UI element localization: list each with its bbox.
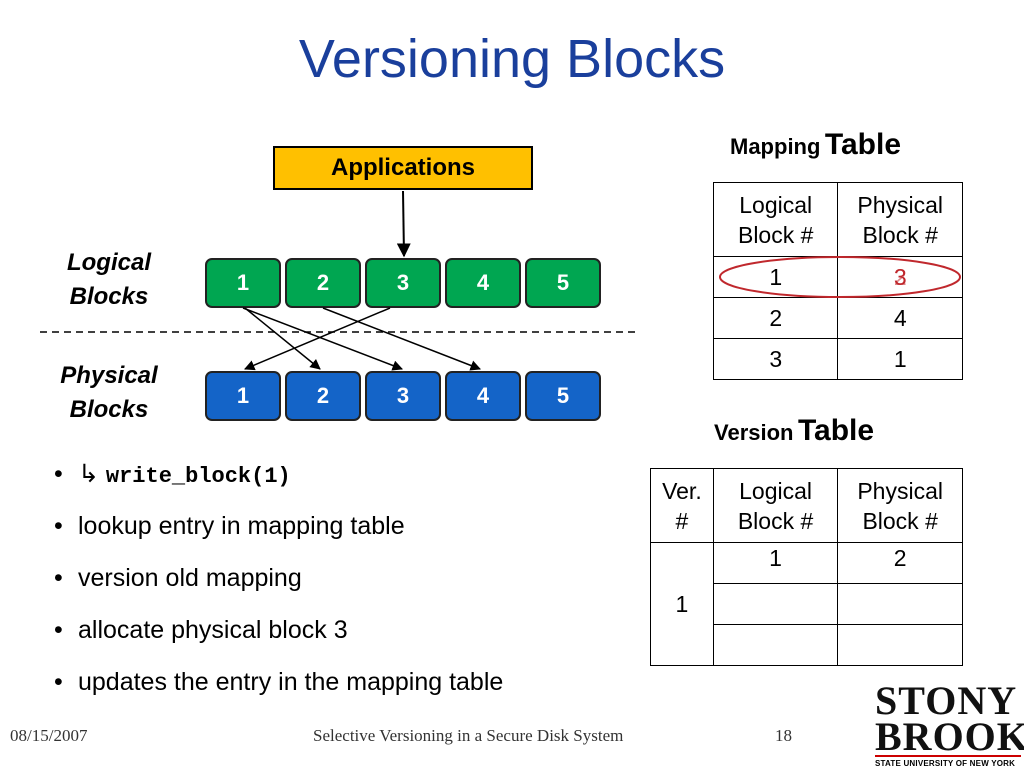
- logical-label-line1: Logical: [66, 249, 151, 276]
- table-cell: 2: [712, 297, 839, 339]
- header-line: Block #: [737, 507, 814, 534]
- mapping-title-small: Mapping: [730, 134, 821, 159]
- list-item-text: allocate physical block 3: [78, 616, 348, 644]
- logical-block-5: 5: [525, 258, 601, 308]
- physical-label-line1: Physical: [60, 362, 158, 389]
- map-logical1-to-physical3: [242, 307, 403, 371]
- header-line: Physical: [857, 191, 944, 218]
- list-item: •version old mapping: [54, 564, 302, 592]
- header-line: Block #: [862, 221, 938, 248]
- physical-label-line2: Blocks: [69, 396, 149, 423]
- table-row: [651, 583, 963, 625]
- logical-blocks-label: Logical Blocks: [44, 246, 174, 314]
- cell-old-value: 2: [893, 264, 907, 290]
- return-arrow-icon: ↳: [78, 460, 99, 488]
- footer-date: 08/15/2007: [10, 726, 88, 745]
- version-title-big: Table: [797, 414, 875, 447]
- list-item: •lookup entry in mapping table: [54, 512, 405, 540]
- step-list: •↳ write_block(1) •lookup entry in mappi…: [50, 458, 503, 718]
- table-cell: [837, 583, 963, 625]
- physical-block-2: 2: [285, 371, 361, 421]
- logical-block-4: 4: [445, 258, 521, 308]
- applications-label: Applications: [330, 154, 475, 181]
- list-item: •allocate physical block 3: [54, 616, 348, 644]
- list-item-text: version old mapping: [78, 564, 302, 592]
- table-cell: 3: [712, 338, 839, 380]
- table-cell: [712, 583, 839, 625]
- logical-label-line2: Blocks: [69, 283, 149, 310]
- slide-title: Versioning Blocks: [298, 29, 726, 89]
- mapping-title-big: Table: [824, 128, 902, 161]
- table-row: 3 1: [712, 338, 963, 380]
- logical-block-1: 1: [205, 258, 281, 308]
- app-to-logical-3-arrow: [396, 190, 411, 258]
- map-logical3-to-physical1: [244, 307, 391, 371]
- logical-block-3: 3: [365, 258, 441, 308]
- list-item: •↳ write_block(1): [54, 460, 291, 489]
- table-cell: 2: [837, 542, 963, 584]
- version-table-title: Version Table: [714, 414, 874, 448]
- version-title-small: Version: [714, 420, 794, 445]
- header-line: #: [675, 507, 689, 534]
- map-logical2-to-physical4: [322, 307, 481, 371]
- physical-block-3: 3: [365, 371, 441, 421]
- map-old-logical1-to-physical2: [244, 307, 321, 370]
- logo-line2: BROOK: [875, 714, 1024, 759]
- mapping-table-title: Mapping Table: [730, 128, 901, 162]
- version-header-ver: Ver. #: [650, 468, 714, 543]
- header-line: Physical: [857, 477, 943, 504]
- physical-blocks-label: Physical Blocks: [44, 359, 174, 427]
- cell-new-value: 3: [893, 264, 907, 290]
- table-cell: [837, 624, 963, 666]
- applications-box: Applications: [273, 146, 533, 190]
- header-line: Logical: [739, 191, 813, 218]
- table-row: 2 4: [712, 297, 963, 339]
- list-item-text: updates the entry in the mapping table: [78, 668, 504, 696]
- table-row: 1 1 2: [650, 542, 963, 666]
- header-line: Block #: [862, 507, 938, 534]
- footer-page-number: 18: [775, 726, 792, 745]
- logical-block-2: 2: [285, 258, 361, 308]
- highlight-ellipse: [719, 256, 961, 298]
- code-call: write_block(1): [105, 464, 291, 489]
- logo-line1: STONY: [875, 678, 1018, 723]
- table-row: [651, 624, 963, 666]
- table-cell: [712, 624, 839, 666]
- stony-brook-logo: STONY BROOK STATE UNIVERSITY OF NEW YORK: [875, 678, 1024, 768]
- header-line: Ver.: [662, 477, 702, 504]
- header-line: Logical: [739, 477, 812, 504]
- physical-block-1: 1: [205, 371, 281, 421]
- footer-title: Selective Versioning in a Secure Disk Sy…: [313, 726, 624, 745]
- list-item-text: lookup entry in mapping table: [78, 512, 405, 540]
- table-cell: 1: [837, 338, 963, 380]
- header-line: Block #: [737, 221, 814, 248]
- logo-subtitle: STATE UNIVERSITY OF NEW YORK: [875, 755, 1021, 768]
- table-cell: 4: [837, 297, 963, 339]
- physical-block-5: 5: [525, 371, 601, 421]
- table-cell: 1: [712, 542, 839, 584]
- physical-block-4: 4: [445, 371, 521, 421]
- version-number-cell: 1: [650, 542, 714, 666]
- list-item: •updates the entry in the mapping table: [54, 668, 504, 696]
